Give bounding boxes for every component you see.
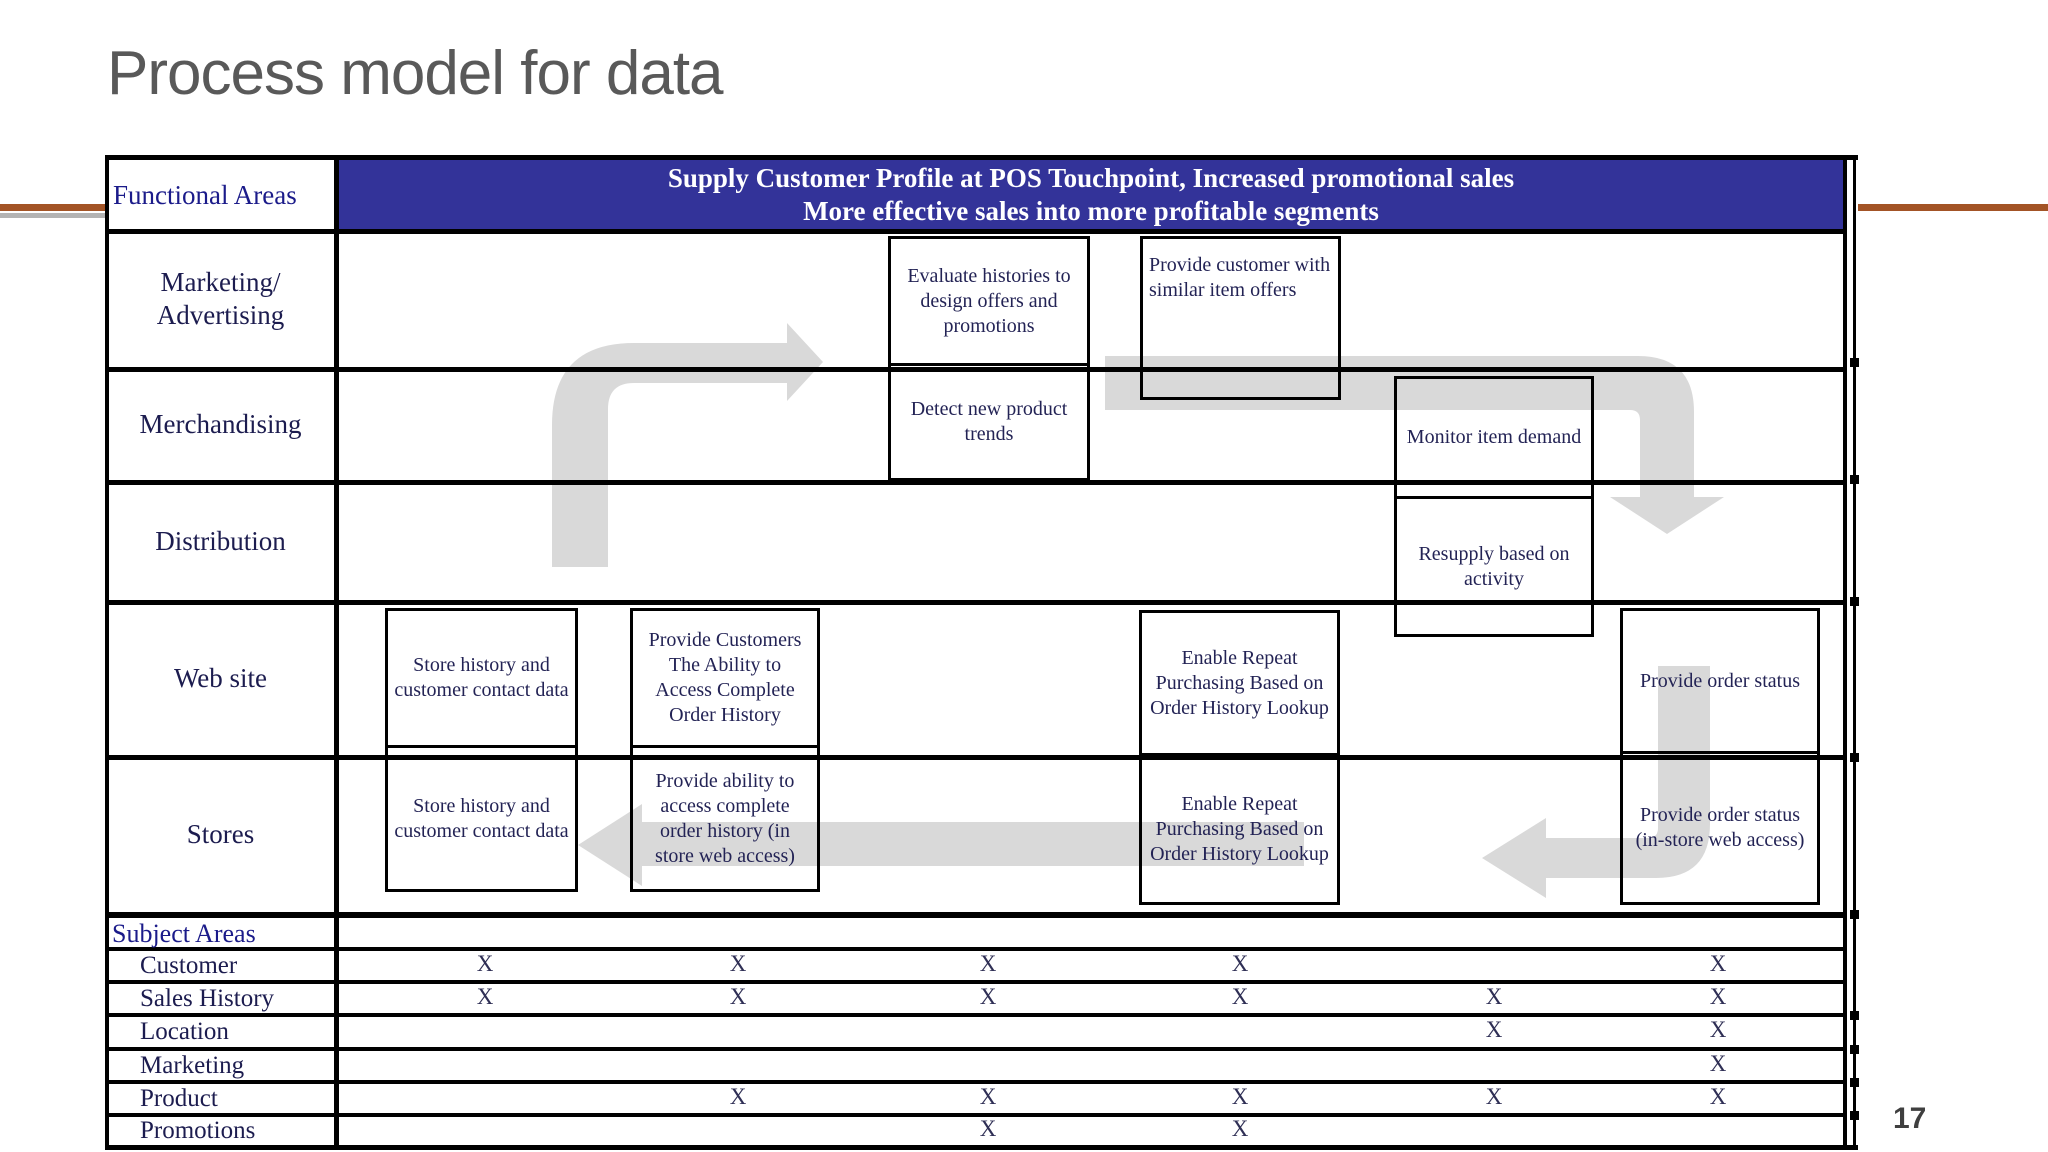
matrix-cell: X — [979, 951, 997, 976]
process-box-text: Provide customer with similar item offer… — [1149, 254, 1331, 301]
edge-tick — [1850, 910, 1859, 919]
diagram-background — [105, 155, 1858, 1150]
edge-tick — [1850, 753, 1859, 762]
process-box-text: Detect new product trends — [910, 398, 1068, 445]
process-box-repeat-purchasing: Enable Repeat Purchasing Based on Order … — [1139, 610, 1340, 905]
process-box-text: Store history and customer contact data — [388, 611, 575, 748]
process-box-text: Store history and customer contact data — [394, 794, 569, 842]
process-box-text: Provide Customers The Ability to Access … — [633, 611, 817, 748]
grid-line — [105, 947, 1847, 951]
process-box-text: Resupply based on activity — [1418, 542, 1570, 590]
matrix-row-label: Product — [140, 1085, 218, 1112]
process-box-monitor-resupply: Monitor item demand Resupply based on ac… — [1394, 376, 1594, 637]
grid-line — [105, 600, 1847, 605]
process-box-text: Enable Repeat Purchasing Based on Order … — [1142, 613, 1337, 756]
row-label-stores: Stores — [186, 819, 255, 849]
process-box-evaluate-detect: Evaluate histories to design offers and … — [888, 236, 1090, 481]
process-box-order-history-access: Provide Customers The Ability to Access … — [630, 608, 820, 892]
matrix-cell: X — [1709, 1084, 1727, 1109]
matrix-cell: X — [979, 1116, 997, 1141]
process-box-store-history: Store history and customer contact data … — [385, 608, 578, 892]
grid-line — [1843, 155, 1847, 1150]
grid-line — [105, 367, 1847, 372]
row-label-web-site: Web site — [173, 663, 268, 693]
edge-tick — [1850, 1011, 1859, 1020]
arrow-up-right — [552, 323, 823, 567]
subject-areas-header: Subject Areas — [112, 919, 256, 948]
process-box-order-status: Provide order status Provide order statu… — [1620, 608, 1820, 905]
matrix-cell: X — [1231, 1116, 1249, 1141]
arrow-left-long — [578, 804, 1304, 886]
grid-line — [1853, 155, 1856, 1150]
grid-line — [105, 1047, 1847, 1051]
process-box-text: Provide order status (in-store web acces… — [1635, 804, 1805, 851]
banner-line1: Supply Customer Profile at POS Touchpoin… — [667, 163, 1515, 193]
matrix-cell: X — [1709, 951, 1727, 976]
grid-line — [105, 1013, 1847, 1017]
matrix-cell: X — [476, 984, 494, 1009]
matrix-cell: X — [729, 951, 747, 976]
process-box-text: Monitor item demand — [1397, 379, 1591, 499]
matrix-cell: X — [1231, 951, 1249, 976]
grid-line — [105, 155, 109, 1150]
process-box-text: Provide ability to access complete order… — [655, 769, 795, 867]
banner: Supply Customer Profile at POS Touchpoin… — [339, 160, 1843, 229]
row-label-distribution: Distribution — [155, 526, 286, 556]
grid-line — [105, 155, 1858, 160]
arrow-right-down — [1105, 356, 1724, 534]
matrix-cell: X — [1231, 984, 1249, 1009]
accent-line-gray — [0, 213, 128, 218]
edge-tick — [1850, 1045, 1859, 1054]
matrix-cell: X — [979, 1084, 997, 1109]
grid-line — [105, 1080, 1847, 1084]
matrix-cell: X — [979, 984, 997, 1009]
functional-areas-header: Functional Areas — [113, 180, 297, 210]
grid-line — [105, 480, 1847, 485]
process-box-text: Enable Repeat Purchasing Based on Order … — [1150, 792, 1329, 865]
process-box-text: Provide order status — [1623, 611, 1817, 754]
matrix-cell: X — [1231, 1084, 1249, 1109]
matrix-cell: X — [1485, 1084, 1503, 1109]
grid-line — [334, 155, 339, 1150]
grid-line — [105, 1145, 1858, 1150]
matrix-cell: X — [1485, 984, 1503, 1009]
matrix-row-label: Marketing — [140, 1052, 245, 1079]
edge-tick — [1850, 1111, 1859, 1120]
edge-tick — [1850, 1078, 1859, 1087]
matrix-row-label: Sales History — [140, 985, 275, 1012]
row-label-marketing-advertising: Marketing/ Advertising — [156, 267, 285, 330]
grid-line — [105, 912, 1847, 918]
arrow-down-left — [1482, 666, 1710, 898]
grid-line — [105, 229, 1847, 234]
page-number: 17 — [1893, 1102, 1927, 1135]
banner-line2: More effective sales into more profitabl… — [803, 196, 1379, 226]
matrix-row-label: Customer — [140, 952, 238, 979]
edge-tick — [1850, 475, 1859, 484]
matrix-cell: X — [1709, 1017, 1727, 1042]
grid-line — [105, 980, 1847, 984]
matrix-cell: X — [729, 984, 747, 1009]
edge-tick — [1850, 358, 1859, 367]
process-box-text: Evaluate histories to design offers and … — [891, 239, 1087, 366]
matrix-row-label: Promotions — [140, 1117, 256, 1144]
matrix-cell: X — [729, 1084, 747, 1109]
matrix-cell: X — [1709, 984, 1727, 1009]
matrix-cell: X — [1485, 1017, 1503, 1042]
grid-line — [105, 1113, 1847, 1117]
matrix-cell: X — [476, 951, 494, 976]
matrix-row-label: Location — [140, 1018, 229, 1045]
edge-tick — [1850, 597, 1859, 606]
page-title: Process model for data — [107, 39, 724, 108]
grid-line — [105, 755, 1847, 760]
matrix-cell: X — [1709, 1051, 1727, 1076]
row-label-merchandising: Merchandising — [139, 409, 302, 439]
process-box-similar-items: Provide customer with similar item offer… — [1140, 236, 1341, 400]
